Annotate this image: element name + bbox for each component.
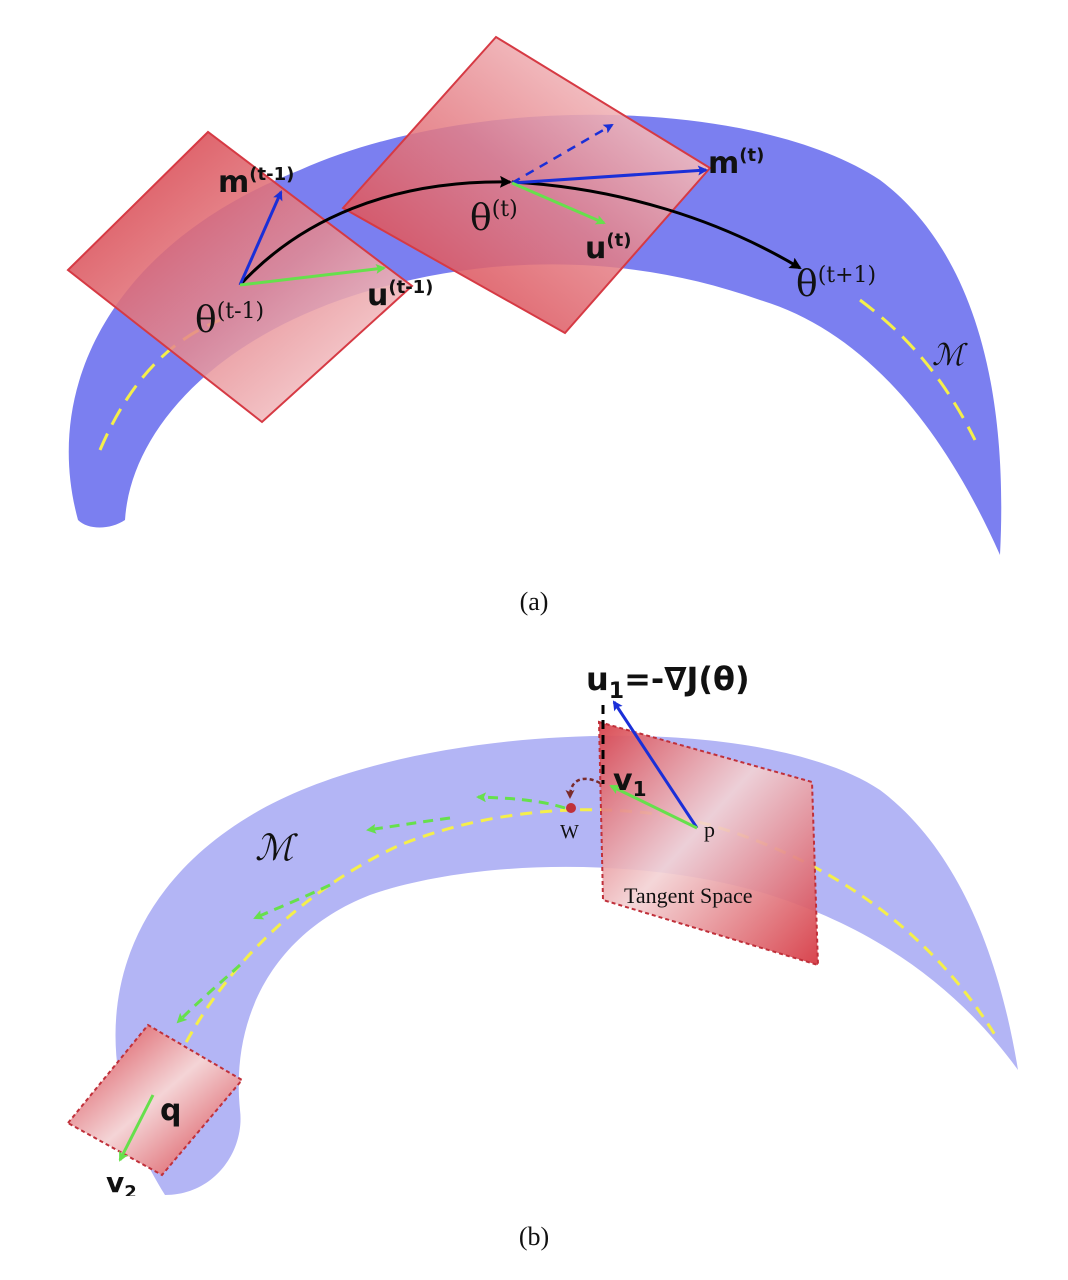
panel-b: u1=-∇J(θ) v1 W p Tangent Space ℳ q v2 (b… <box>66 660 1019 1251</box>
q-label: q <box>160 1093 181 1128</box>
panel-a: m(t-1) θ(t-1) u(t-1) θ(t) u(t) m(t) θ(t+… <box>66 35 1002 616</box>
gradient-label: u1=-∇J(θ) <box>586 660 750 704</box>
tangent-plane-q <box>66 1023 244 1177</box>
u-prev-label: u(t-1) <box>367 277 433 313</box>
p-label: p <box>704 817 715 842</box>
u-curr-arrow <box>511 181 606 225</box>
v1-arrow <box>609 784 698 830</box>
m-curr-dashed-arrow <box>511 123 614 185</box>
transport-arrow-1 <box>476 792 566 810</box>
w-label: W <box>560 821 579 843</box>
geodesic-a-left <box>98 318 221 451</box>
point-w-marker <box>566 803 576 813</box>
theta-prev-label: θ(t-1) <box>195 299 264 341</box>
manifold-label-a: ℳ <box>932 338 968 373</box>
theta-curr-label: θ(t) <box>470 197 518 239</box>
tangent-plane-curr <box>341 35 712 335</box>
caption-b: (b) <box>519 1222 549 1251</box>
v2-arrow <box>118 1094 155 1162</box>
transport-arrow-2 <box>366 816 451 834</box>
m-prev-arrow <box>238 190 283 286</box>
theta-next-label: θ(t+1) <box>796 263 876 305</box>
retraction-arrow <box>565 777 601 799</box>
geodesic-b <box>148 808 997 1136</box>
v1-label: v1 <box>613 763 646 801</box>
tangent-plane-prev <box>66 130 414 424</box>
u-curr-label: u(t) <box>585 230 631 266</box>
tangent-space-plane <box>597 720 820 967</box>
m-prev-label: m(t-1) <box>218 164 294 200</box>
gradient-arrow <box>612 700 699 829</box>
transport-arrow-3 <box>253 883 331 920</box>
bottom-mask <box>0 1196 1068 1206</box>
m-curr-arrow <box>511 165 708 185</box>
transport-arrow-4 <box>176 963 242 1024</box>
u-prev-arrow <box>239 263 386 287</box>
trajectory-arrow-2 <box>511 180 802 270</box>
caption-a: (a) <box>520 587 549 616</box>
tangent-space-label: Tangent Space <box>624 883 753 908</box>
manifold-label-b: ℳ <box>255 828 298 869</box>
manifold-surface-b <box>115 735 1019 1195</box>
trajectory-arrow-1 <box>238 175 512 287</box>
m-curr-label: m(t) <box>708 145 764 181</box>
geodesic-a-right <box>859 298 977 441</box>
